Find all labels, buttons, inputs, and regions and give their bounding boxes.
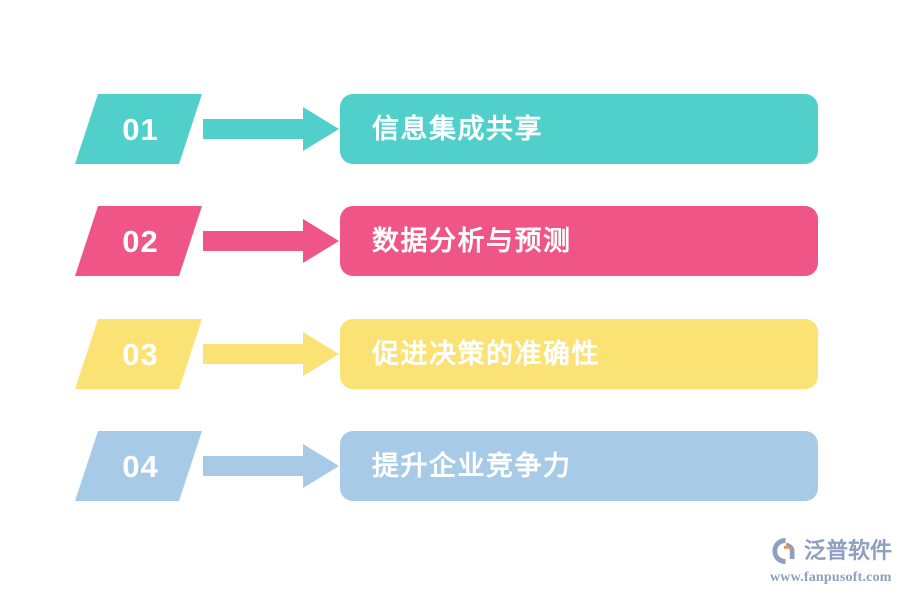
process-bar[interactable]: 数据分析与预测 [340,206,818,276]
parallelogram-shape [75,319,202,389]
watermark-logo: 泛普软件 www.fanpusoft.com [770,534,892,590]
arrow-right-icon [203,219,339,263]
step-number-badge[interactable]: 03 [75,319,202,389]
step-number-label: 03 [122,336,159,372]
step-number-badge[interactable]: 02 [75,206,202,276]
parallelogram-shape [75,206,202,276]
arrow-right-icon [203,332,339,376]
process-bar-label: 提升企业竞争力 [372,450,572,481]
watermark-brand-row: 泛普软件 [770,534,892,568]
process-bar-label: 信息集成共享 [372,113,543,144]
fanpu-logo-icon [770,535,802,567]
step-number-label: 01 [122,111,159,147]
watermark-brand-name: 泛普软件 [804,538,893,563]
parallelogram-shape [75,94,202,164]
process-row: 01 信息集成共享 [0,94,900,164]
step-number-label: 02 [122,223,159,259]
parallelogram-shape [75,431,202,501]
process-row: 04 提升企业竞争力 [0,431,900,501]
step-number-label: 04 [122,448,159,484]
process-row: 03 促进决策的准确性 [0,319,900,389]
step-number-badge[interactable]: 04 [75,431,202,501]
step-number-badge[interactable]: 01 [75,94,202,164]
process-bar-label: 数据分析与预测 [372,225,572,256]
arrow-right-icon [203,107,339,151]
arrow-right-icon [203,444,339,488]
process-row: 02 数据分析与预测 [0,206,900,276]
watermark-url: www.fanpusoft.com [770,570,892,585]
process-bar[interactable]: 信息集成共享 [340,94,818,164]
process-bar-label: 促进决策的准确性 [372,338,600,369]
process-bar[interactable]: 促进决策的准确性 [340,319,818,389]
process-bar[interactable]: 提升企业竞争力 [340,431,818,501]
